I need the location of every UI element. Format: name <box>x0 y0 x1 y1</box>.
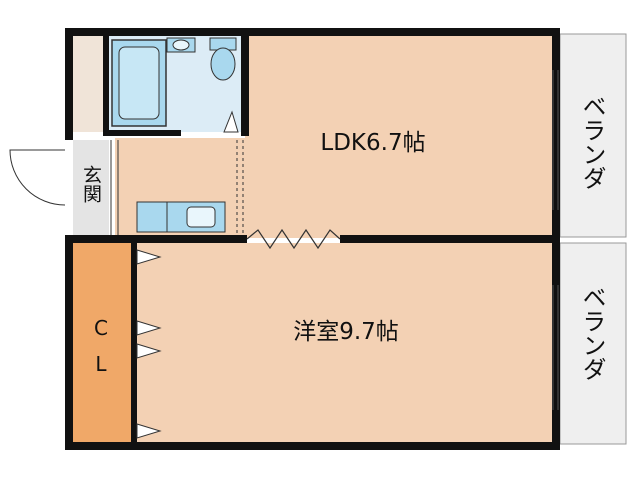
western-room-floor <box>137 243 555 443</box>
balcony-upper-label: ベランダ <box>578 94 606 190</box>
ldk-floor <box>245 34 555 238</box>
balcony-lower <box>559 242 627 445</box>
closet-doors <box>136 249 162 439</box>
bathtub-inner <box>118 46 160 120</box>
balcony-upper <box>559 33 627 238</box>
entrance-label: 玄関 <box>80 165 102 203</box>
balcony-lower-label: ベランダ <box>578 285 606 381</box>
window-lower <box>552 285 559 410</box>
ldk-label: LDK6.7帖 <box>320 130 425 156</box>
entrance-door-swing <box>9 149 66 206</box>
kitchen-sink-icon <box>186 206 216 228</box>
folding-door <box>246 228 341 250</box>
toilet-icon <box>210 47 236 81</box>
storage-floor <box>73 34 103 132</box>
closet-floor <box>71 243 135 443</box>
window-upper <box>552 70 559 210</box>
entrance-floor <box>73 140 109 235</box>
western-room-label: 洋室9.7帖 <box>293 319 399 345</box>
sink-bowl <box>172 39 190 51</box>
closet-label-l: L <box>95 352 107 376</box>
walls <box>65 28 560 450</box>
closet-label-c: C <box>94 316 108 340</box>
bath-door-icon <box>223 110 239 133</box>
